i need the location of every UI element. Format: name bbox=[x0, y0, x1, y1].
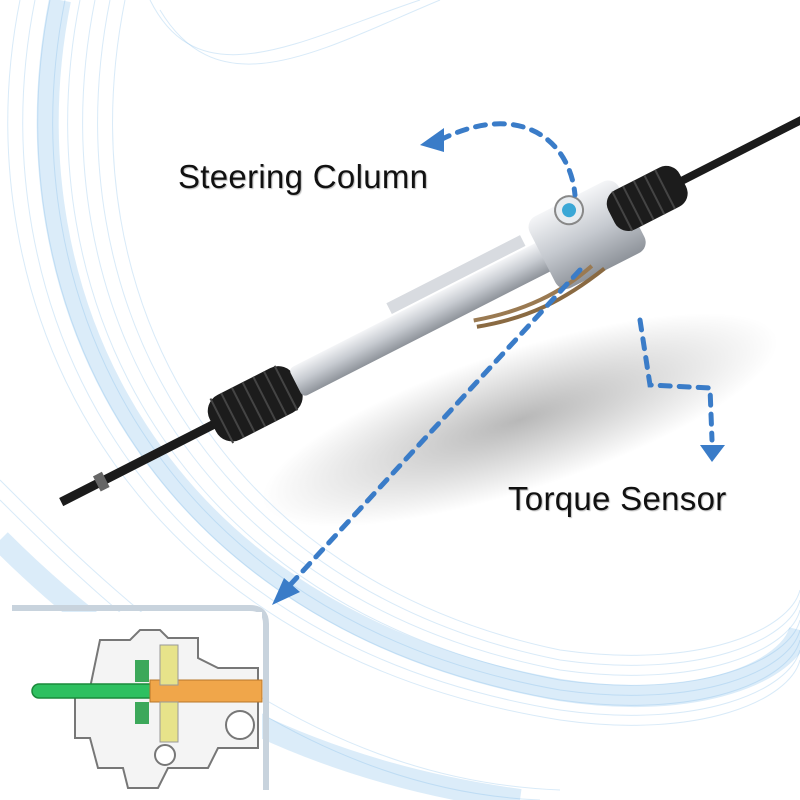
rack-tube bbox=[290, 234, 569, 396]
left-boot bbox=[207, 366, 303, 442]
steering-rack bbox=[59, 104, 800, 507]
right-tie-rod bbox=[679, 104, 800, 185]
torque-sensor-label: Torque Sensor bbox=[508, 480, 727, 517]
steering-column-label: Steering Column bbox=[178, 158, 429, 195]
dashed-arrows bbox=[287, 121, 715, 588]
torque-sensor-cutaway-inset bbox=[12, 605, 269, 792]
arrowheads bbox=[272, 128, 725, 605]
right-boot bbox=[606, 165, 688, 232]
